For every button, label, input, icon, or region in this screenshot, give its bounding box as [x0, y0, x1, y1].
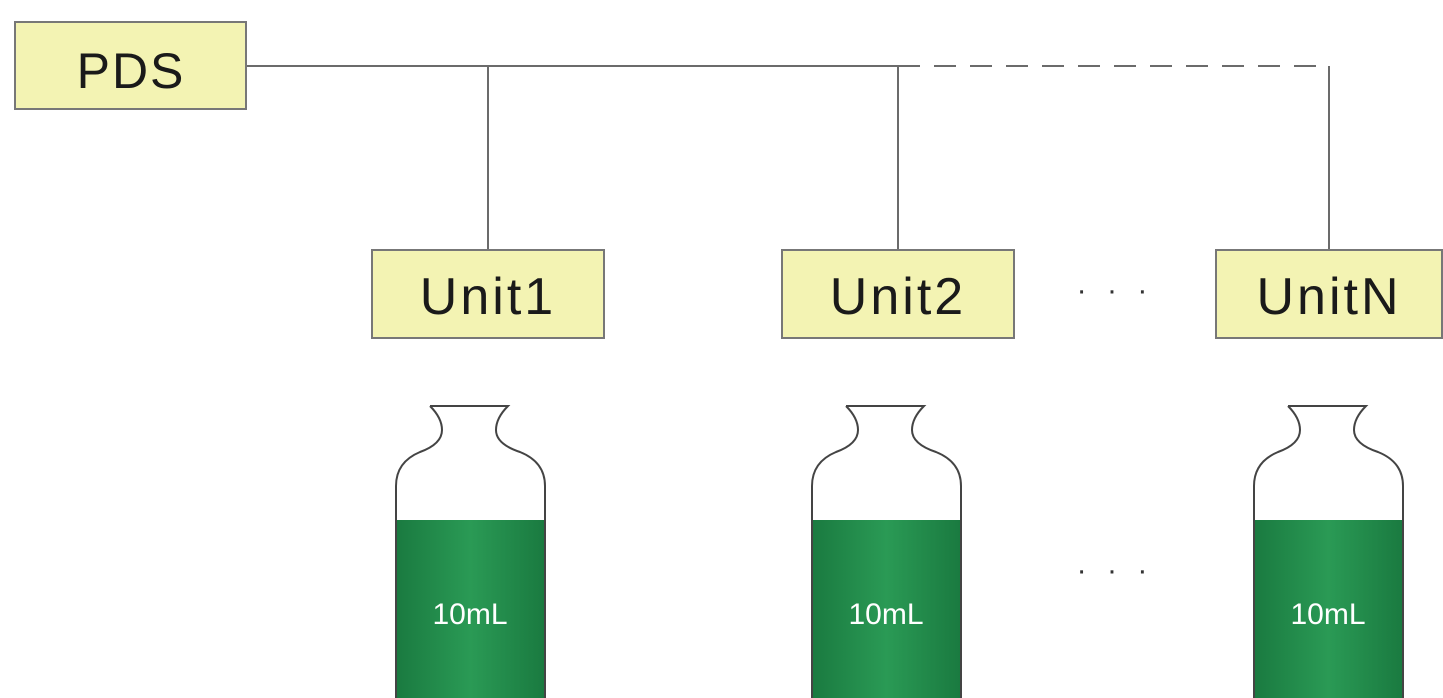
unit-node-1: Unit1 [371, 249, 605, 339]
unit-node-2: Unit2 [781, 249, 1015, 339]
pds-label: PDS [77, 43, 186, 99]
vial-outline [811, 405, 962, 698]
vial-volume-label: 10mL [1290, 598, 1365, 631]
unit-label: Unit1 [420, 268, 556, 326]
pds-node: PDS [14, 21, 247, 110]
connector-lines [246, 65, 1330, 250]
vial-outline [395, 405, 546, 698]
vials-ellipsis: · · · [1077, 554, 1154, 587]
vial-1: 10mL [395, 405, 546, 698]
unit-label: UnitN [1256, 268, 1401, 326]
vial-liquid [1254, 520, 1403, 698]
unit-label: Unit2 [830, 268, 966, 326]
units-ellipsis: · · · [1077, 274, 1154, 307]
vial-liquid [396, 520, 545, 698]
unit-box [1215, 249, 1443, 339]
vial-volume-label: 10mL [848, 598, 923, 631]
vial-outline [1253, 405, 1404, 698]
vial-n: 10mL [1253, 405, 1404, 698]
unit-box [781, 249, 1015, 339]
vial-liquid [812, 520, 961, 698]
vial-2: 10mL [811, 405, 962, 698]
vial-volume-label: 10mL [432, 598, 507, 631]
pds-box [14, 21, 247, 110]
unit-node-n: UnitN [1215, 249, 1443, 339]
unit-box [371, 249, 605, 339]
